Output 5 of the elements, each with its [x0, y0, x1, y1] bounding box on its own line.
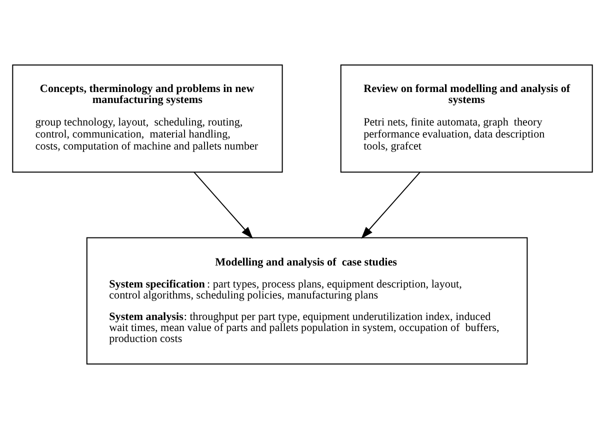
node-box: Modelling and analysis of case studies System specification: part types, process plans, equipment description, layout, control algorithms, scheduling policies, manufacturing plans System analysis: throughput per part type, equipment underutilization index, induced wait times, mean value of parts and pallets population in system, occupation of buffers, production costs — [86, 237, 528, 364]
node-box: Review on formal modelling and analysis of systems Petri nets, finite automata, graph theory performance evaluation, data description tools, grafcet — [340, 64, 593, 173]
node-box: Concepts, therminology and problems in new manufacturing systems group technology, layout, scheduling, routing, control, communication, material handling, costs, computation of machine and pallets number — [12, 64, 283, 173]
arrow — [361, 172, 420, 239]
arrow — [194, 172, 253, 239]
